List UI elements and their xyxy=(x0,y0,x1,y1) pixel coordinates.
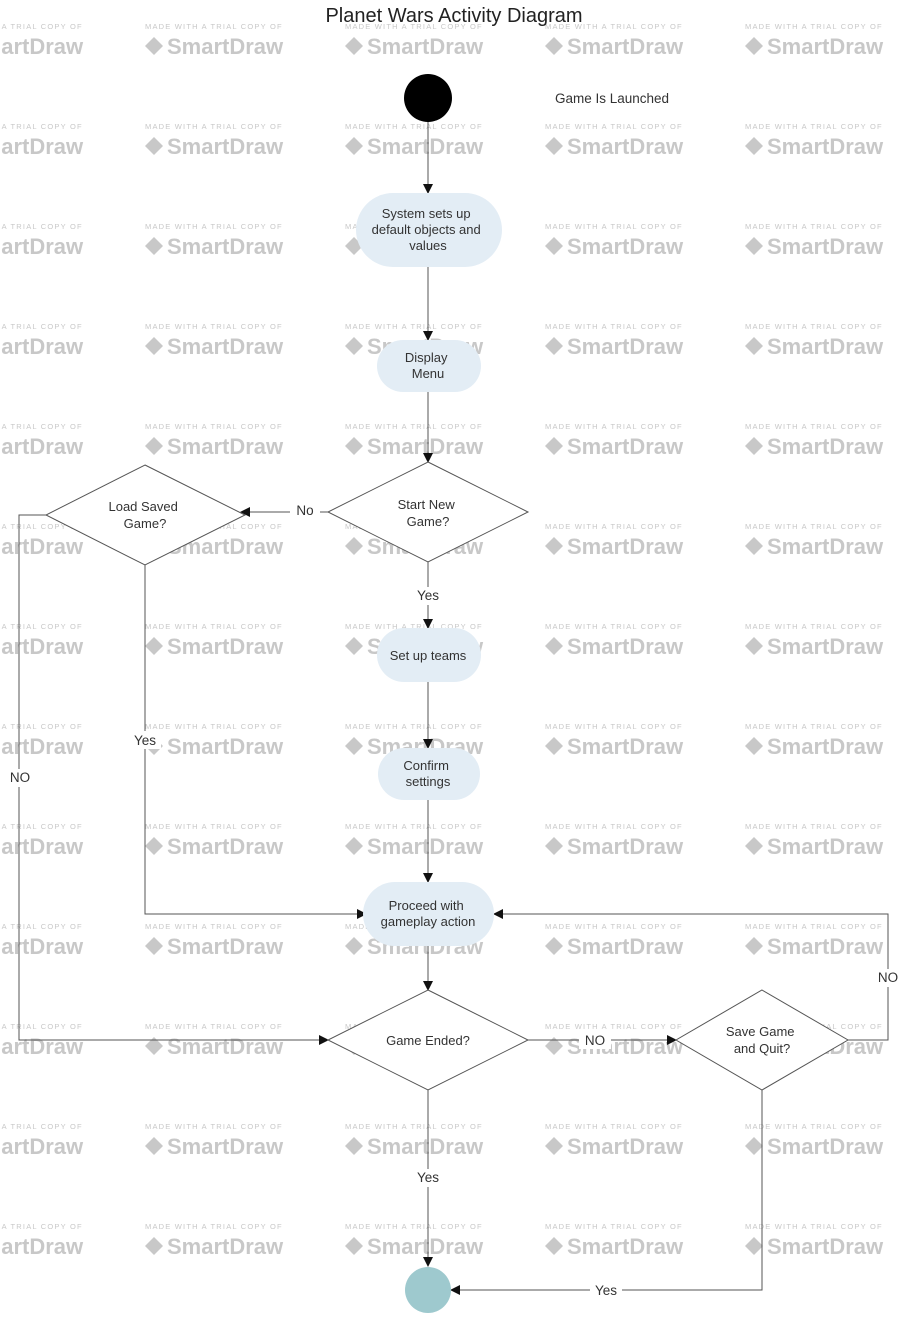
activity-teams-line-1: Set up teams xyxy=(390,648,467,663)
edge-label-no-start-new: No xyxy=(296,503,313,518)
edge-labels: No Yes Yes NO NO Yes NO Yes xyxy=(4,502,903,1299)
decision-save-quit-line-1: Save Game xyxy=(726,1024,795,1039)
decision-start-new-line-2: Game? xyxy=(407,514,450,529)
decision-start-new-text: Start New Game? xyxy=(398,497,459,529)
decision-game-ended xyxy=(326,989,530,1091)
edge-label-yes-game-ended: Yes xyxy=(417,1170,439,1185)
decision-save-quit-line-2: and Quit? xyxy=(734,1041,790,1056)
decision-load-saved-line-2: Game? xyxy=(124,516,167,531)
edge-label-no-load: NO xyxy=(10,770,30,785)
end-node xyxy=(405,1267,451,1313)
activity-proceed-line-2: gameplay action xyxy=(381,914,476,929)
decision-save-quit xyxy=(675,989,849,1091)
decision-load-saved-line-1: Load Saved xyxy=(108,499,177,514)
activity-proceed-text: Proceed with gameplay action xyxy=(381,898,476,929)
activity-menu-text: Display Menu xyxy=(405,350,451,381)
activity-menu-line-2: Menu xyxy=(412,366,445,381)
decision-load-saved xyxy=(44,464,247,566)
activity-confirm xyxy=(378,748,480,800)
start-label: Game Is Launched xyxy=(555,91,669,106)
decision-game-ended-line-1: Game Ended? xyxy=(386,1033,470,1048)
edge-label-no-save: NO xyxy=(878,970,898,985)
decision-start-new-line-1: Start New xyxy=(398,497,456,512)
connectors xyxy=(18,122,889,1295)
activity-confirm-text: Confirm settings xyxy=(403,758,452,789)
activity-menu-line-1: Display xyxy=(405,350,448,365)
edge-save-no xyxy=(493,909,889,1041)
activity-setup xyxy=(356,193,502,267)
edge-save-yes xyxy=(450,1090,763,1295)
activity-menu xyxy=(377,340,481,392)
activity-setup-line-2: default objects and xyxy=(372,222,481,237)
activity-teams xyxy=(377,628,481,682)
decision-game-ended-text: Game Ended? xyxy=(386,1033,470,1048)
activity-proceed-line-1: Proceed with xyxy=(389,898,464,913)
edge-load-no xyxy=(18,514,329,1045)
edge-label-yes-save: Yes xyxy=(595,1283,617,1298)
edge-label-no-game-ended: NO xyxy=(585,1033,605,1048)
activity-confirm-line-1: Confirm xyxy=(403,758,449,773)
decision-load-saved-text: Load Saved Game? xyxy=(108,499,181,531)
activity-proceed xyxy=(363,882,494,946)
activity-confirm-line-2: settings xyxy=(406,774,451,789)
edge-load-yes xyxy=(144,565,367,919)
edge-label-yes-load: Yes xyxy=(134,733,156,748)
decision-save-quit-text: Save Game and Quit? xyxy=(726,1024,798,1056)
activity-setup-line-3: values xyxy=(409,238,447,253)
activity-setup-line-1: System sets up xyxy=(382,206,471,221)
edge-label-yes-start-new: Yes xyxy=(417,588,439,603)
start-node xyxy=(404,74,452,122)
activity-teams-text: Set up teams xyxy=(390,648,467,663)
diagram-title: Planet Wars Activity Diagram xyxy=(325,5,583,27)
decision-start-new xyxy=(326,461,530,563)
activity-setup-text: System sets up default objects and value… xyxy=(372,206,485,253)
